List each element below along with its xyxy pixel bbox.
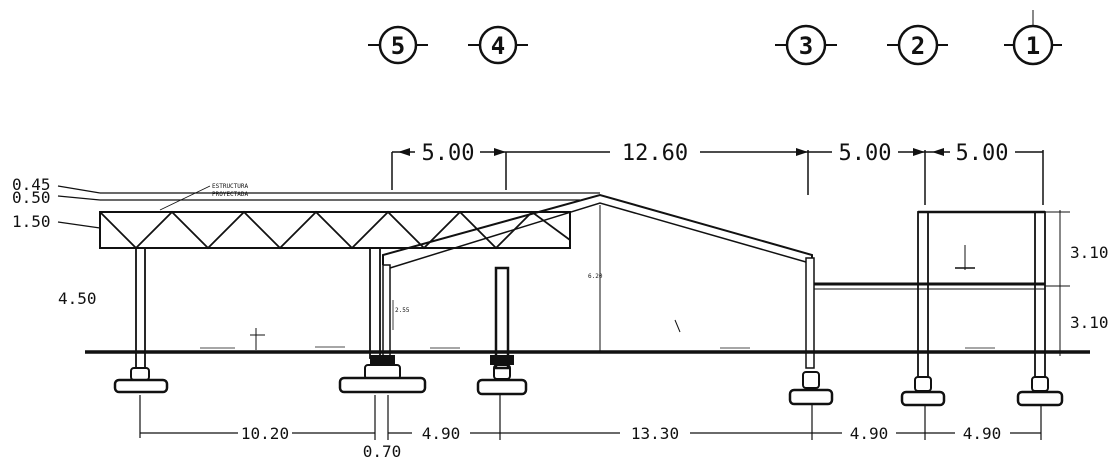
footing-4 <box>788 371 834 406</box>
axis-label-1: 1 <box>1026 32 1040 60</box>
bottom-dim-13-30: 13.30 <box>631 424 679 443</box>
bottom-dim-4-90-b: 4.90 <box>850 424 889 443</box>
top-dim-3-2: 5.00 <box>839 141 892 166</box>
axis-label-2: 2 <box>911 32 925 60</box>
left-dim-0-50: 0.50 <box>12 188 51 207</box>
column-height-label: 2.55 <box>395 307 410 314</box>
top-dimension-line: 5.00 12.60 5.00 5.00 <box>391 141 1044 205</box>
axis-bubble-5: 5 <box>368 25 428 65</box>
footing-2 <box>338 355 427 394</box>
bottom-dim-10-20: 10.20 <box>241 424 289 443</box>
top-dim-5-4: 5.00 <box>422 141 475 166</box>
top-dim-4-3: 12.60 <box>622 141 688 166</box>
truss-note-1: ESTRUCTURA <box>212 183 249 190</box>
left-dim-1-50: 1.50 <box>12 212 51 231</box>
footing-5 <box>900 376 946 407</box>
left-dimensions: 0.45 0.50 1.50 4.50 <box>12 175 101 308</box>
bottom-dim-0-70: 0.70 <box>363 442 402 461</box>
ridge-height-label: 6.20 <box>588 273 603 280</box>
ground-line <box>85 319 1090 354</box>
bottom-dim-4-90-c: 4.90 <box>963 424 1002 443</box>
footing-3 <box>476 355 528 396</box>
axis-bubble-1: 1 <box>1004 10 1062 66</box>
left-dim-4-50: 4.50 <box>58 289 97 308</box>
axis-label-3: 3 <box>799 32 813 60</box>
axis-label-4: 4 <box>491 32 505 60</box>
footing-1 <box>113 367 169 394</box>
axis-label-5: 5 <box>391 32 405 60</box>
gable-frame: 6.20 2.55 <box>382 193 813 352</box>
axis-bubble-3: 3 <box>775 24 837 66</box>
top-dim-2-1: 5.00 <box>956 141 1009 166</box>
axis-bubble-2: 2 <box>887 24 948 66</box>
bottom-dim-4-90-a: 4.90 <box>422 424 461 443</box>
right-dim-upper: 3.10 <box>1070 243 1109 262</box>
right-dim-lower: 3.10 <box>1070 313 1109 332</box>
axis-bubble-4: 4 <box>468 25 528 65</box>
truss-canopy: ESTRUCTURA PROYECTADA <box>99 183 600 250</box>
truss-note-2: PROYECTADA <box>212 191 249 198</box>
bottom-dimension-line: 10.20 4.90 13.30 4.90 4.90 0.70 <box>139 395 1042 461</box>
footings <box>113 355 1064 407</box>
right-frame: 3.10 3.10 <box>814 210 1109 356</box>
footing-6 <box>1016 376 1064 407</box>
left-dim-0-45: 0.45 <box>12 175 51 194</box>
